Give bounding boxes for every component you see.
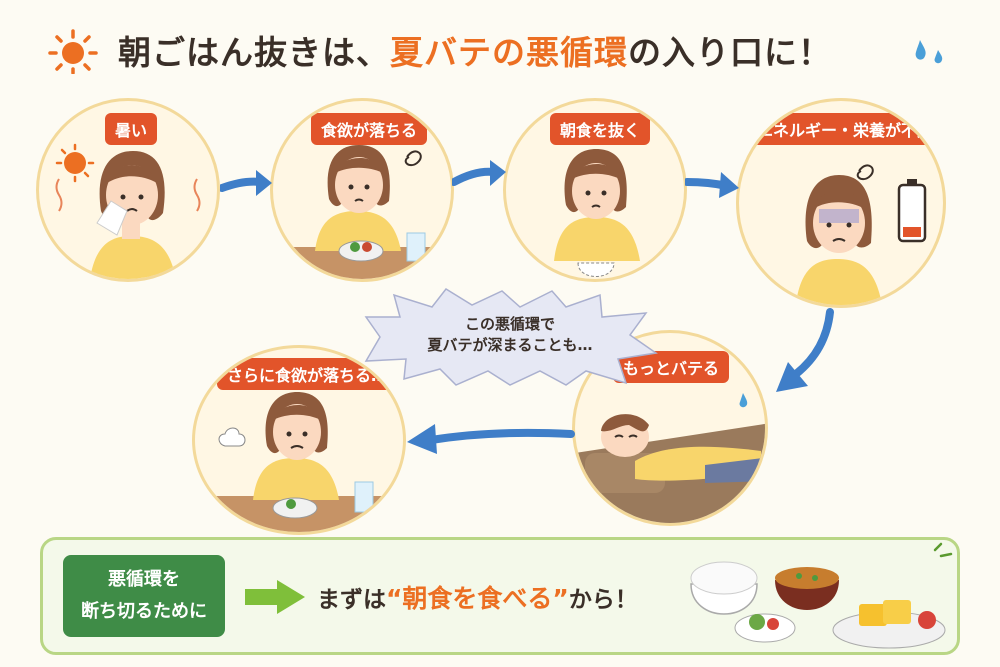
burst-text: この悪循環で 夏バテが深まることも… bbox=[360, 314, 660, 356]
sweat-drops-icon bbox=[915, 40, 943, 64]
step-appetite-worse-circle: さらに食欲が落ちる… bbox=[192, 345, 406, 535]
solution-text-highlight: “朝食を食べる” bbox=[386, 584, 569, 613]
solution-label-line-1: 悪循環を bbox=[108, 569, 180, 590]
low-appetite-woman-illustration bbox=[273, 145, 451, 279]
step-label-hot: 暑い bbox=[105, 113, 158, 145]
arrow-right-1 bbox=[220, 170, 272, 196]
solution-text: まずは“朝食を食べる”から！ bbox=[317, 579, 638, 615]
step-hot-circle: 暑い bbox=[36, 98, 220, 282]
step-label-appetite-worse: さらに食欲が落ちる… bbox=[217, 358, 398, 390]
page-title: 朝ごはん抜きは、夏バテの悪循環の入り口に！ bbox=[0, 18, 1000, 74]
breakfast-meal-illustration bbox=[690, 542, 953, 649]
title-highlight: 夏バテの悪循環 bbox=[390, 33, 628, 72]
step-energy-shortage-circle: エネルギー・栄養が不足 bbox=[736, 98, 946, 308]
resting-woman-illustration bbox=[195, 392, 403, 532]
arrow-down-left bbox=[776, 308, 834, 392]
step-label-energy-shortage: エネルギー・栄養が不足 bbox=[747, 113, 943, 145]
solution-panel: 悪循環を 断ち切るために まずは“朝食を食べる”から！ bbox=[40, 537, 960, 655]
burst-line-2: 夏バテが深まることも… bbox=[427, 336, 593, 354]
arrow-right-3 bbox=[685, 172, 739, 198]
arrow-right-green-icon bbox=[245, 580, 305, 614]
vicious-cycle-burst: この悪循環で 夏バテが深まることも… bbox=[360, 287, 660, 387]
solution-label-line-2: 断ち切るために bbox=[81, 601, 207, 622]
tired-woman-illustration bbox=[795, 164, 927, 305]
skip-breakfast-woman-illustration bbox=[554, 149, 640, 277]
solution-text-prefix: まずは bbox=[317, 587, 386, 613]
step-skip-breakfast-circle: 朝食を抜く bbox=[503, 98, 687, 282]
burst-line-1: この悪循環で bbox=[464, 315, 555, 333]
solution-text-suffix: から！ bbox=[568, 587, 638, 613]
step-appetite-circle: 食欲が落ちる bbox=[270, 98, 454, 282]
burst-shape bbox=[364, 288, 658, 386]
title-prefix: 朝ごはん抜きは、 bbox=[118, 33, 390, 72]
title-text: 朝ごはん抜きは、夏バテの悪循環の入り口に！ bbox=[118, 26, 832, 74]
arrow-right-2 bbox=[452, 160, 506, 186]
lying-woman-illustration bbox=[575, 393, 765, 523]
solution-label: 悪循環を 断ち切るために bbox=[63, 555, 225, 637]
sun-icon bbox=[48, 29, 98, 74]
title-suffix: の入り口に！ bbox=[628, 33, 832, 72]
step-label-appetite: 食欲が落ちる bbox=[311, 113, 428, 145]
step-label-skip-breakfast: 朝食を抜く bbox=[550, 113, 651, 145]
arrow-left bbox=[407, 424, 575, 454]
hot-woman-illustration bbox=[55, 143, 201, 279]
